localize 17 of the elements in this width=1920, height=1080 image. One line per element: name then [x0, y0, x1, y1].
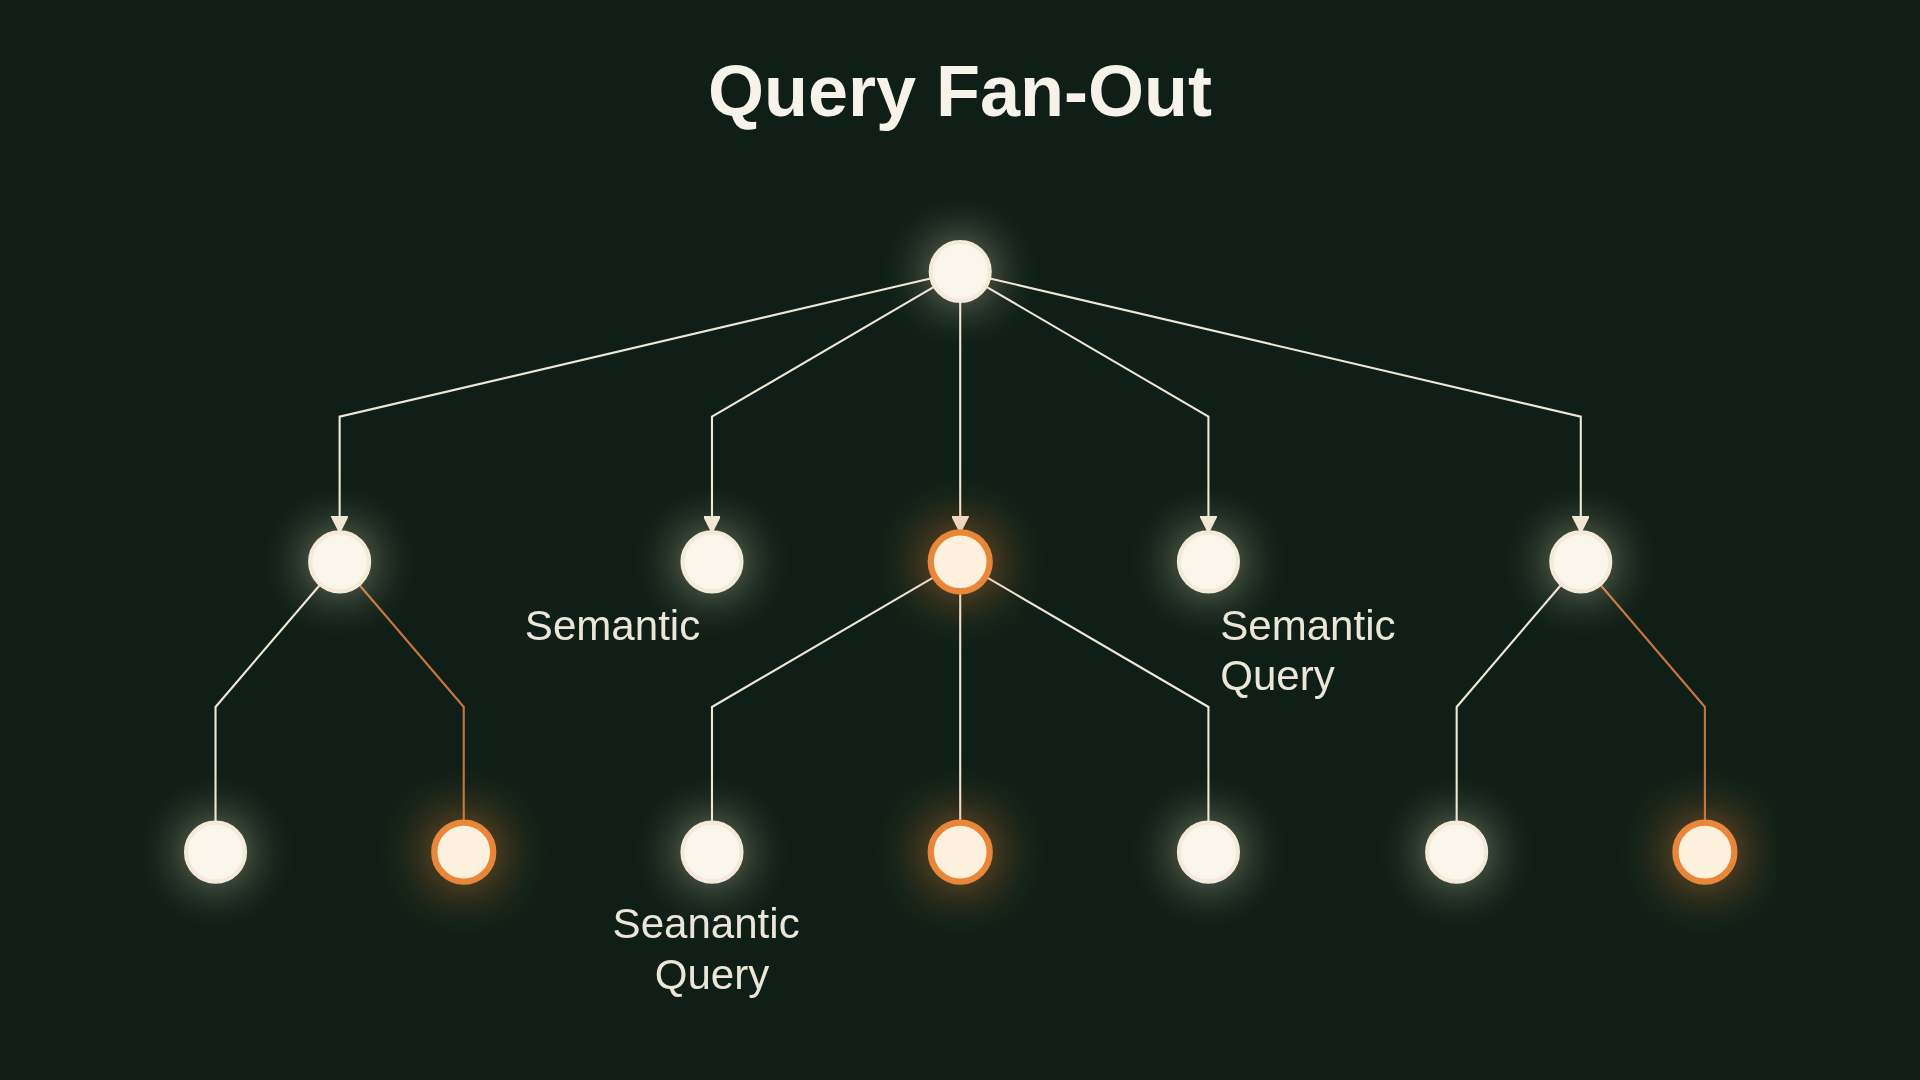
node-caption: Semantic Query [1220, 601, 1396, 700]
node-circle [183, 820, 247, 884]
node-circle [430, 819, 497, 885]
node-circle [1549, 530, 1613, 594]
node-caption: Seanantic Query [612, 900, 800, 998]
node-circle [927, 529, 993, 595]
node-caption: Semantic [524, 601, 700, 649]
node-circle [928, 239, 992, 304]
node-circle [307, 530, 371, 594]
node-circle [1672, 819, 1738, 885]
diagram-title: Query Fan-Out [707, 50, 1212, 132]
node-circle [680, 820, 744, 884]
node-circle [1176, 820, 1240, 884]
node-circle [680, 530, 744, 594]
node-circle [1176, 530, 1240, 594]
node-circle [927, 819, 993, 885]
node-circle [1424, 820, 1488, 884]
